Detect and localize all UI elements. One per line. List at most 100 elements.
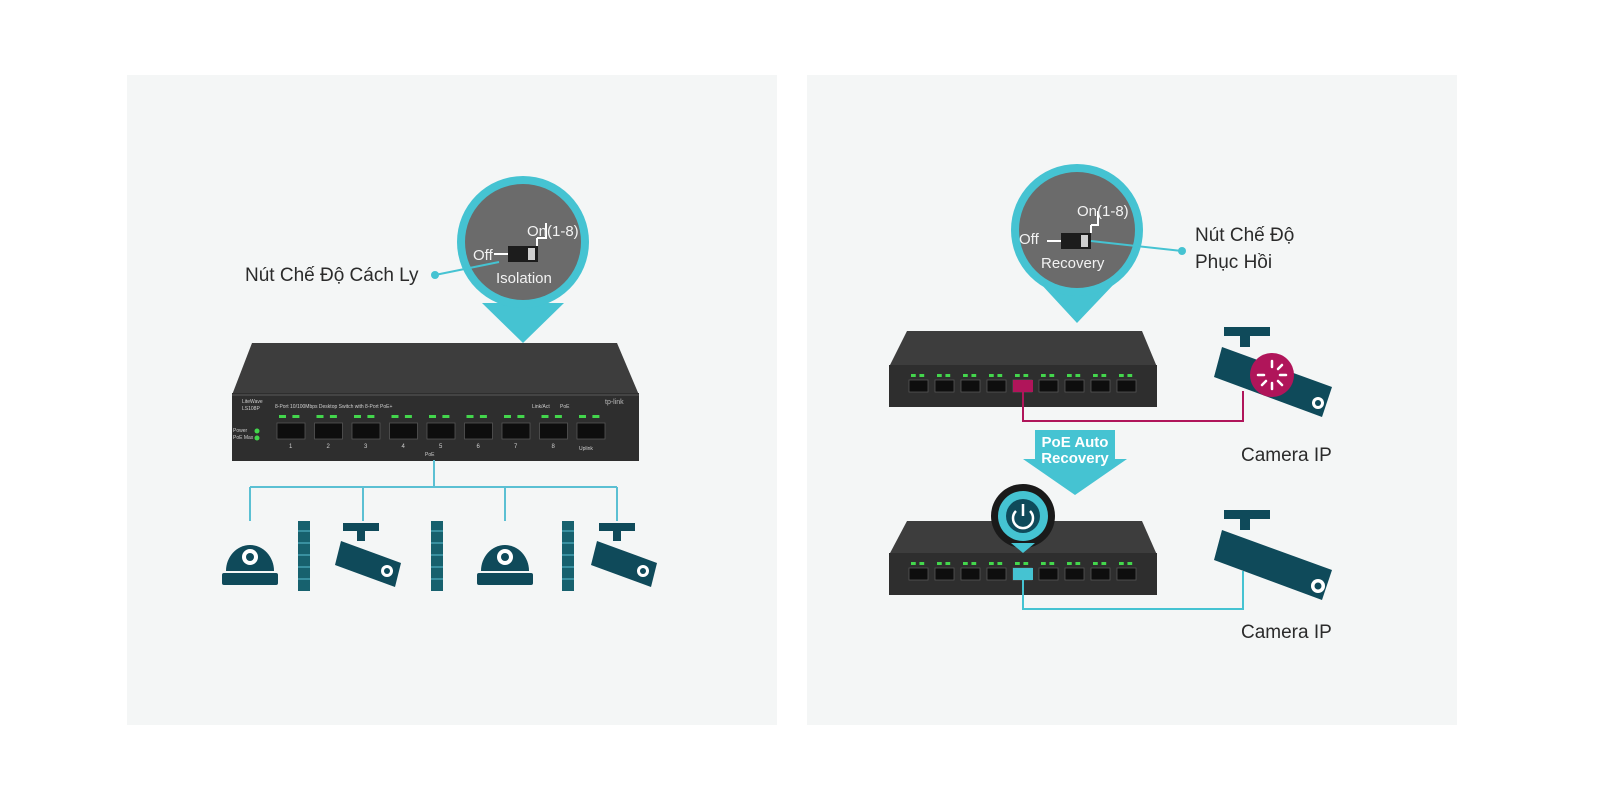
ethernet-port xyxy=(986,567,1007,581)
brick-wall-icon xyxy=(562,521,574,591)
ethernet-port xyxy=(1064,379,1085,393)
poe-led xyxy=(1127,562,1133,565)
poe-max-led xyxy=(254,435,260,441)
brick-wall-icon xyxy=(298,521,310,591)
device-model: LS108P xyxy=(242,406,260,412)
port-row xyxy=(908,562,1137,581)
ethernet-port xyxy=(1038,567,1059,581)
link-led xyxy=(1067,562,1072,565)
link-led xyxy=(1015,562,1020,565)
ethernet-port xyxy=(960,379,981,393)
bullet-camera-icon xyxy=(1214,510,1332,600)
power-label: Power xyxy=(233,428,248,434)
poe-led xyxy=(1127,374,1133,377)
link-led xyxy=(579,415,586,418)
failed-cable xyxy=(1022,391,1244,422)
ethernet-port xyxy=(934,567,955,581)
power-restore-badge xyxy=(991,484,1055,553)
switch-top xyxy=(889,331,1157,367)
camera-ip-label-bottom: Camera IP xyxy=(1241,622,1332,643)
recovery-diagram xyxy=(889,164,1332,610)
isolation-walls xyxy=(298,521,574,591)
switch-mode-label: Recovery xyxy=(1041,255,1105,272)
isolation-button-label: Nút Chế Độ Cách Ly xyxy=(245,265,419,286)
poe-led xyxy=(1023,562,1029,565)
poe-led xyxy=(1075,562,1081,565)
ethernet-port xyxy=(501,422,531,440)
link-led xyxy=(937,374,942,377)
recovery-mode-panel: Nút Chế Độ Phục Hồi On(1-8) Off Recovery… xyxy=(807,75,1457,725)
link-led xyxy=(911,562,916,565)
power-led xyxy=(254,428,260,434)
link-led xyxy=(279,415,286,418)
poe-led xyxy=(592,415,600,418)
link-led xyxy=(354,415,361,418)
poe-led xyxy=(554,415,562,418)
zoom-pointer xyxy=(482,303,564,343)
poe-led xyxy=(971,562,977,565)
link-led xyxy=(963,562,968,565)
callout-line xyxy=(1090,240,1183,252)
ethernet-port xyxy=(576,422,606,440)
failed-port xyxy=(1013,380,1033,392)
poe-led xyxy=(1049,562,1055,565)
ethernet-port xyxy=(1064,567,1085,581)
port-number: 6 xyxy=(476,444,480,450)
link-led xyxy=(911,374,916,377)
link-led xyxy=(963,374,968,377)
port-number: 1 xyxy=(289,444,293,450)
link-led xyxy=(1067,374,1072,377)
port-number: 5 xyxy=(439,444,443,450)
port-number: 8 xyxy=(551,444,555,450)
recovery-arrow xyxy=(1023,430,1127,495)
zoom-lens xyxy=(1019,172,1135,288)
link-led xyxy=(1119,374,1124,377)
poe-led xyxy=(997,562,1003,565)
link-led xyxy=(937,562,942,565)
arrow-label-line1: PoE Auto xyxy=(1041,434,1109,451)
device-series: LiteWave xyxy=(242,399,263,405)
poe-led xyxy=(919,374,925,377)
switch-on-label: On(1-8) xyxy=(1077,203,1129,220)
callout-line xyxy=(434,261,500,276)
switch-off-label: Off xyxy=(473,247,493,264)
recovery-button-label-line1: Nút Chế Độ xyxy=(1195,225,1295,246)
poe-led xyxy=(1023,374,1029,377)
arrow-label-line2: Recovery xyxy=(1041,450,1109,467)
poe-led xyxy=(479,415,487,418)
poe-led xyxy=(442,415,450,418)
ethernet-port xyxy=(1116,379,1137,393)
ethernet-port xyxy=(960,567,981,581)
ethernet-port xyxy=(1090,567,1111,581)
brick-wall-icon xyxy=(431,521,443,591)
device-description: 8-Port 10/100Mbps Desktop Switch with 8-… xyxy=(275,404,393,410)
poe-led xyxy=(1049,374,1055,377)
ethernet-port xyxy=(276,422,306,440)
bullet-camera-icon xyxy=(335,523,401,587)
network-cables xyxy=(249,460,618,521)
ethernet-port xyxy=(1038,379,1059,393)
recovery-button-label-line2: Phục Hồi xyxy=(1195,252,1273,273)
zoom-lens xyxy=(465,184,581,300)
link-led xyxy=(1093,562,1098,565)
recovered-cable xyxy=(1022,571,1244,610)
ethernet-port xyxy=(464,422,493,440)
ethernet-port xyxy=(389,422,418,440)
link-led xyxy=(316,415,324,418)
recovered-port xyxy=(1013,568,1033,580)
dome-camera-icon xyxy=(477,545,533,585)
ethernet-port xyxy=(908,567,929,581)
ethernet-port xyxy=(1090,379,1111,393)
isolation-diagram xyxy=(222,176,657,591)
dome-camera-icon xyxy=(222,545,278,585)
tp-link-logo: tp-link xyxy=(605,399,624,406)
port-number: 2 xyxy=(326,444,330,450)
bullet-camera-error-icon xyxy=(1214,327,1332,417)
port-number: 7 xyxy=(514,444,518,450)
camera-ip-label-top: Camera IP xyxy=(1241,445,1332,466)
ethernet-port xyxy=(1116,567,1137,581)
ethernet-port xyxy=(934,379,955,393)
switch-on-label: On(1-8) xyxy=(527,223,579,240)
ethernet-port xyxy=(986,379,1007,393)
link-led xyxy=(1041,562,1046,565)
